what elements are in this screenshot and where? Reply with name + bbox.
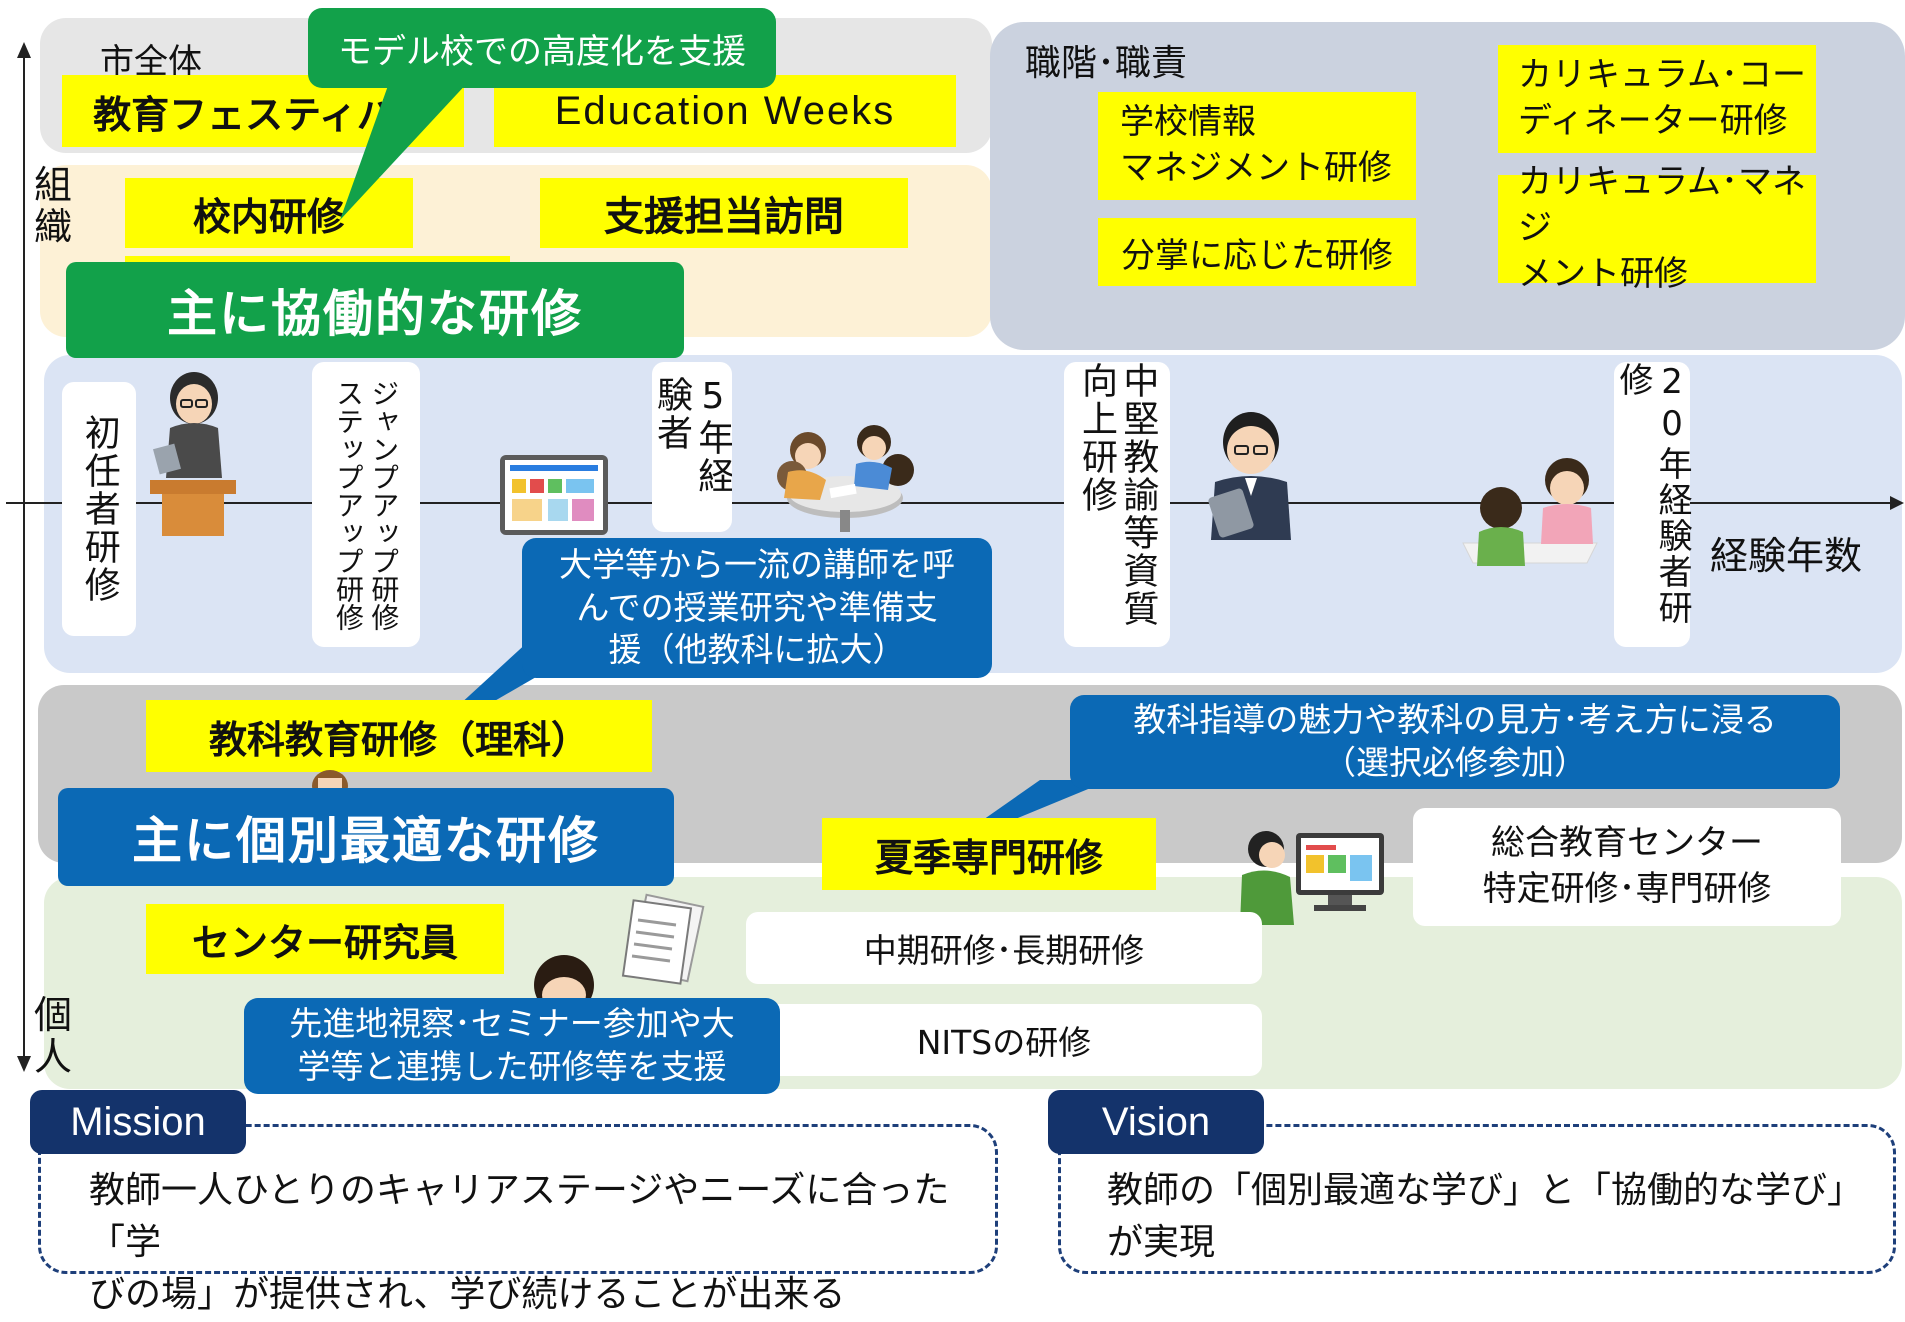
step-up-training-text: ステップアップ研修 bbox=[332, 378, 365, 631]
individual-optimal-training-box: 主に個別最適な研修 bbox=[58, 788, 674, 886]
mission-tag: Mission bbox=[30, 1090, 246, 1154]
university-callout-text: 大学等から一流の講師を呼 んでの授業研究や準備支 援（他教科に拡大） bbox=[559, 544, 955, 670]
role-item-info-management: 学校情報 マネジメント研修 bbox=[1098, 92, 1416, 200]
mission-text: 教師一人ひとりのキャリアステージやニーズに合った「学 びの場」が提供され、学び続… bbox=[89, 1170, 950, 1316]
university-callout: 大学等から一流の講師を呼 んでの授業研究や準備支 援（他教科に拡大） bbox=[522, 538, 992, 678]
mission-tag-text: Mission bbox=[70, 1099, 206, 1144]
five-year-card: 5年経験者 bbox=[652, 362, 732, 532]
role-item-curriculum-management: カリキュラム･マネジ メント研修 bbox=[1498, 162, 1816, 294]
jump-up-training-text: ジャンプアップ研修 bbox=[367, 378, 401, 631]
role-item-duty-training: 分掌に応じた研修 bbox=[1098, 218, 1416, 286]
individual-support-callout-text: 先進地視察･セミナー参加や大 学等と連携した研修等を支援 bbox=[289, 1004, 735, 1086]
collaborative-training-text: 主に協働的な研修 bbox=[167, 285, 583, 343]
document-icon bbox=[621, 893, 705, 985]
tablet-screen-icon bbox=[500, 455, 608, 535]
nits-training-text: NITSの研修 bbox=[916, 1023, 1092, 1062]
school-training-box: 校内研修 bbox=[125, 178, 413, 248]
model-school-callout-tail bbox=[340, 80, 470, 220]
first-year-training-text: 初任者研修 bbox=[78, 414, 120, 604]
teacher-at-podium-icon bbox=[150, 372, 236, 536]
male-teacher-tablet-icon bbox=[1208, 412, 1291, 540]
summer-training-box: 夏季専門研修 bbox=[822, 818, 1156, 890]
individual-optimal-training-text: 主に個別最適な研修 bbox=[132, 812, 600, 870]
center-researcher-text: センター研究員 bbox=[191, 920, 458, 965]
support-visit-box: 支援担当訪問 bbox=[540, 178, 908, 248]
model-school-callout: モデル校での高度化を支援 bbox=[308, 8, 776, 88]
subject-callout-text: 教科指導の魅力や教科の見方･考え方に浸る （選択必修参加） bbox=[1133, 700, 1777, 782]
role-item-duty-training-text: 分掌に応じた研修 bbox=[1121, 235, 1393, 276]
support-visit-text: 支援担当訪問 bbox=[604, 194, 844, 240]
twenty-year-training-text: 20年経験者研修 bbox=[1613, 362, 1693, 626]
center-specific-training-text: 総合教育センター 特定研修･専門研修 bbox=[1482, 823, 1772, 909]
first-year-training-card: 初任者研修 bbox=[62, 382, 136, 636]
mid-career-training-card: 中堅教諭等資質向上研修 bbox=[1064, 362, 1170, 647]
center-researcher-box: センター研究員 bbox=[146, 904, 504, 974]
five-year-text: 5年経験者 bbox=[652, 376, 732, 495]
school-training-text: 校内研修 bbox=[192, 194, 345, 239]
role-item-info-management-text: 学校情報 マネジメント研修 bbox=[1120, 102, 1392, 188]
mid-long-term-training-card: 中期研修･長期研修 bbox=[746, 912, 1262, 984]
role-item-curriculum-management-text: カリキュラム･マネジ メント研修 bbox=[1518, 162, 1806, 294]
role-item-curriculum-coordinator-text: カリキュラム･コー ディネーター研修 bbox=[1518, 55, 1806, 141]
individual-support-callout: 先進地視察･セミナー参加や大 学等と連携した研修等を支援 bbox=[244, 998, 780, 1094]
person-icon bbox=[534, 955, 594, 1015]
vision-text: 教師の「個別最適な学び」と「協働的な学び」 が実現 bbox=[1107, 1170, 1864, 1264]
mid-career-training-text: 中堅教諭等資質向上研修 bbox=[1076, 362, 1159, 628]
role-label: 職階･職責 bbox=[1025, 43, 1188, 84]
education-weeks-text: Education Weeks bbox=[554, 88, 896, 133]
subject-callout: 教科指導の魅力や教科の見方･考え方に浸る （選択必修参加） bbox=[1070, 695, 1840, 789]
center-specific-training-card: 総合教育センター 特定研修･専門研修 bbox=[1413, 808, 1841, 926]
science-training-text: 教科教育研修（理科） bbox=[208, 717, 589, 762]
axis-top-label: 組 織 bbox=[34, 163, 73, 249]
science-training-box: 教科教育研修（理科） bbox=[146, 700, 652, 772]
jump-step-up-training-card: ステップアップ研修 ジャンプアップ研修 bbox=[312, 362, 420, 647]
axis-bottom-label: 個 人 bbox=[34, 993, 73, 1079]
twenty-year-training-card: 20年経験者研修 bbox=[1613, 362, 1693, 647]
axis-x-label: 経験年数 bbox=[1710, 534, 1863, 578]
role-item-curriculum-coordinator: カリキュラム･コー ディネーター研修 bbox=[1498, 45, 1816, 153]
computer-user-icon bbox=[1240, 831, 1384, 925]
model-school-callout-text: モデル校での高度化を支援 bbox=[338, 31, 746, 72]
nits-training-card: NITSの研修 bbox=[746, 1004, 1262, 1076]
vision-tag: Vision bbox=[1048, 1090, 1264, 1154]
vision-tag-text: Vision bbox=[1101, 1099, 1211, 1144]
collaborative-training-box: 主に協働的な研修 bbox=[66, 262, 684, 358]
summer-training-text: 夏季専門研修 bbox=[874, 835, 1103, 880]
group-discussion-icon bbox=[777, 425, 914, 532]
consultation-icon bbox=[1462, 458, 1598, 566]
mid-long-term-training-text: 中期研修･長期研修 bbox=[863, 931, 1145, 970]
